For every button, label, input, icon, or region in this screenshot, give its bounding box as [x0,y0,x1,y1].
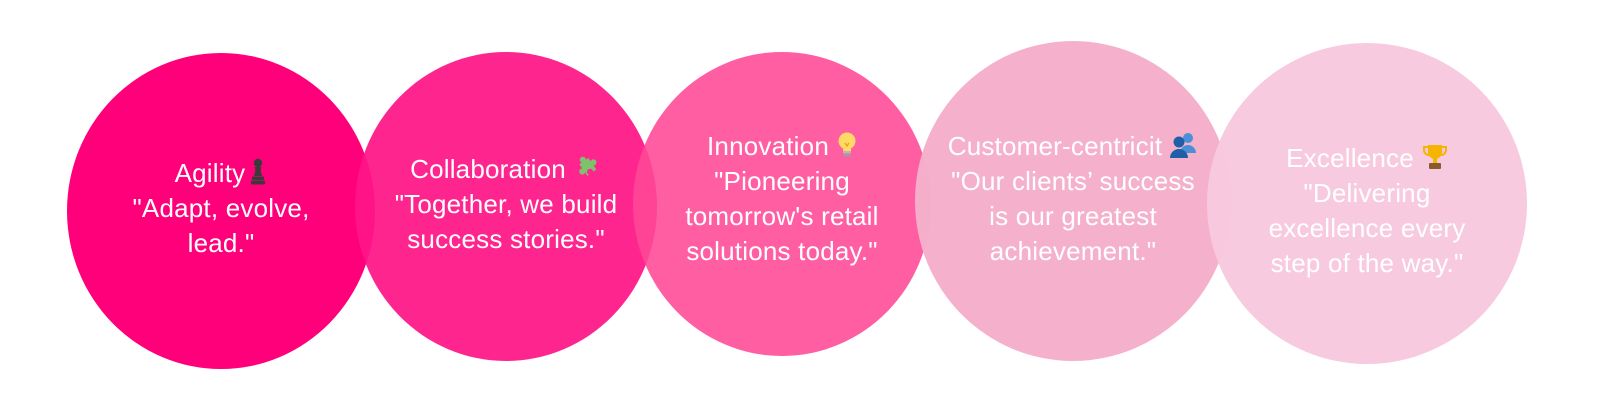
value-circle-customer-centricity: Customer-centricit "Our clients’ success… [915,41,1231,361]
value-circle-innovation: Innovation "Pioneering tomorrow's retail… [633,52,931,356]
value-circle-excellence: Excellence "Delivering excellence every … [1207,43,1527,364]
trophy-icon [1422,143,1448,171]
value-content: Excellence "Delivering excellence every … [1247,141,1487,281]
value-title: Collaboration [410,154,566,184]
value-quote: "Delivering excellence every step of the… [1268,177,1466,278]
puzzle-piece-icon [574,154,602,182]
value-title: Innovation [707,131,829,161]
value-title: Agility [174,157,246,188]
value-quote: "Pioneering tomorrow's retail solutions … [685,166,879,266]
value-content: Innovation "Pioneering tomorrow's retail… [652,129,912,269]
value-content: Collaboration "Together, we build succes… [381,152,631,257]
value-content: Customer-centricit "Our clients’ success… [938,129,1208,269]
light-bulb-icon [837,131,857,159]
chess-pawn-icon [249,158,267,186]
value-title: Customer-centricit [947,131,1163,161]
value-content: Agility "Adapt, evolve, lead." [101,156,341,261]
value-quote: "Our clients’ success is our greatest ac… [951,166,1195,266]
value-circle-collaboration: Collaboration "Together, we build succes… [355,52,657,361]
users-icon [1168,131,1198,159]
value-quote: "Together, we build success stories." [394,189,618,254]
value-quote: "Adapt, evolve, lead." [132,192,310,258]
value-circle-agility: Agility "Adapt, evolve, lead." [67,53,375,369]
value-title: Excellence [1286,142,1414,173]
